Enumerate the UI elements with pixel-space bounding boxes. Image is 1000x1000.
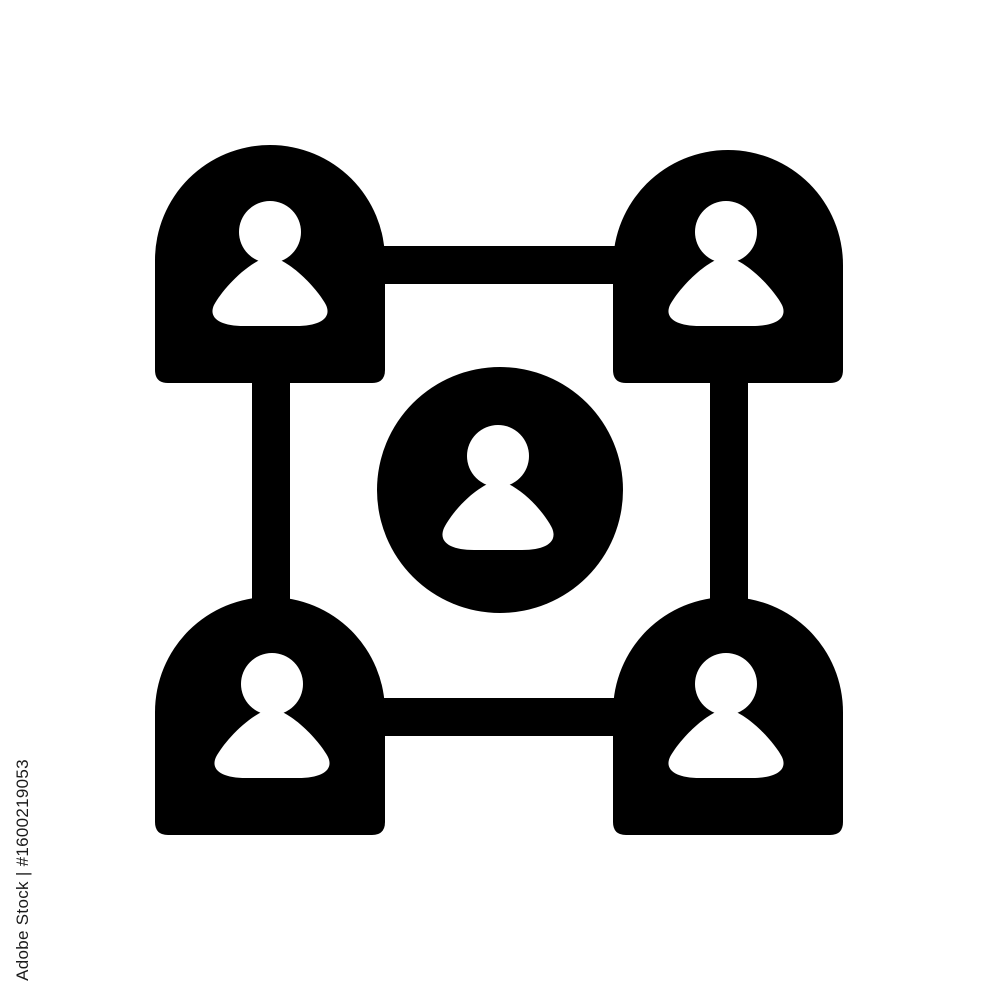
- user-icon: [668, 201, 784, 326]
- connector-left: [252, 370, 290, 615]
- connection-lines: [252, 246, 748, 736]
- connector-bottom: [370, 698, 630, 736]
- user-icon: [668, 653, 784, 778]
- stock-id-watermark: Adobe Stock | #1600219053: [6, 750, 40, 990]
- person-node-top-left: [155, 145, 385, 383]
- person-node-center: [377, 367, 623, 613]
- person-node-top-right: [613, 150, 843, 383]
- user-icon: [442, 425, 554, 550]
- user-icon: [214, 653, 330, 778]
- connector-right: [710, 370, 748, 615]
- user-icon: [212, 201, 328, 326]
- connector-top: [370, 246, 630, 284]
- stock-id-text: Adobe Stock | #1600219053: [13, 759, 33, 981]
- person-node-bottom-left: [155, 597, 385, 835]
- person-node-bottom-right: [613, 597, 843, 835]
